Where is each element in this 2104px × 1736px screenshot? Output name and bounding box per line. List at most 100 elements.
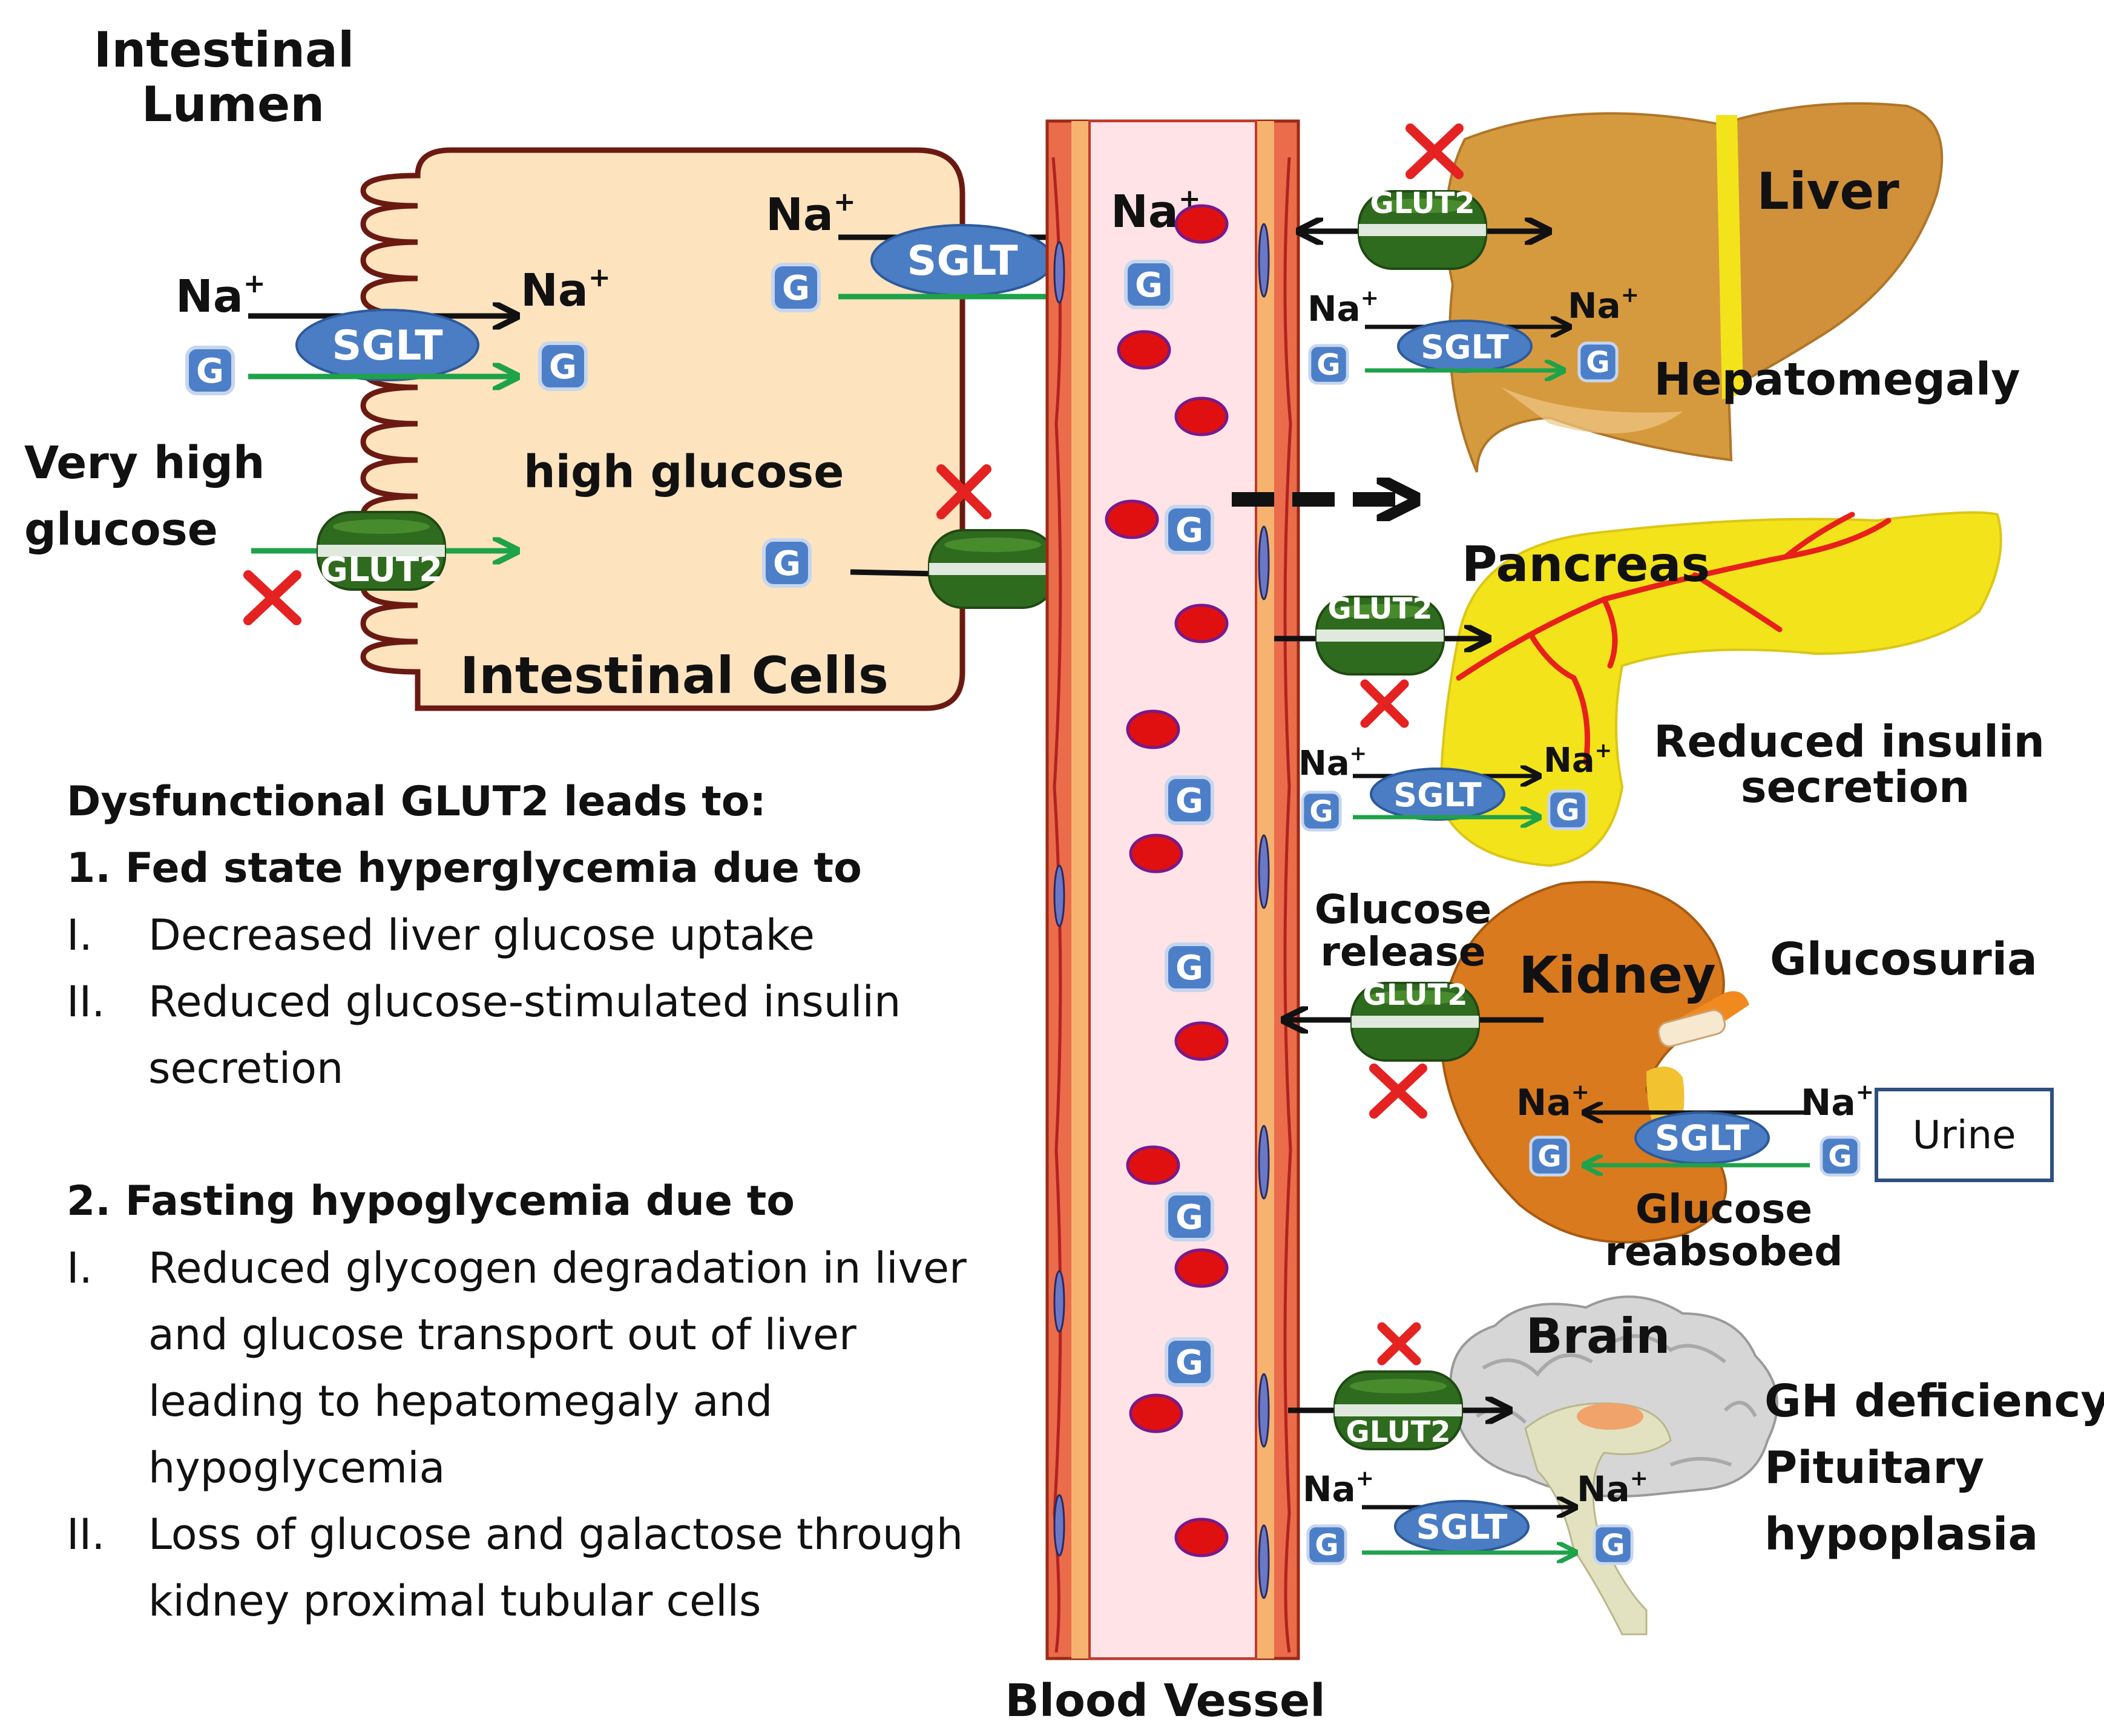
rbc (1128, 711, 1179, 748)
rbc (1176, 1023, 1227, 1059)
liver-sglt: SGLT (1397, 320, 1533, 373)
kidney-glucose-left: G (1531, 1137, 1568, 1175)
list-item: I.Reduced glycogen degradation in liver … (67, 1243, 967, 1493)
svg-text:Na+: Na+ (1303, 1466, 1374, 1510)
svg-text:SGLT: SGLT (1655, 1117, 1750, 1159)
brain-na-left: Na+ (1303, 1466, 1374, 1510)
blood-glucose-4: G (1166, 944, 1212, 990)
liver-na-left: Na+ (1307, 286, 1379, 329)
pancreas-sglt: SGLT (1370, 768, 1505, 821)
svg-text:SGLT: SGLT (332, 322, 443, 370)
baso-glut2-cross (936, 464, 991, 519)
rbc (1106, 501, 1157, 538)
glucose-reabsorbed-label-1: Glucose (1636, 1186, 1812, 1232)
baso-glucose-2: G (764, 540, 810, 586)
svg-text:SGLT: SGLT (1421, 328, 1509, 366)
rbc (1131, 1395, 1182, 1432)
apical-sglt: SGLT (295, 309, 479, 381)
pancreas-na-left: Na+ (1298, 741, 1367, 783)
blood-glucose-3: G (1166, 777, 1212, 823)
section1-title: 1. Fed state hyperglycemia due to (67, 844, 862, 892)
svg-text:G: G (1601, 1528, 1625, 1562)
rbc (1176, 605, 1227, 642)
intestinal-cell (360, 147, 965, 711)
rbc (1131, 835, 1182, 872)
svg-text:GLUT2: GLUT2 (1346, 1415, 1450, 1449)
svg-text:G: G (1175, 781, 1203, 821)
svg-text:G: G (1175, 1343, 1203, 1383)
rbc (1176, 398, 1227, 435)
brain-glut2: GLUT2 (1333, 1370, 1463, 1450)
blood-glucose-6: G (1166, 1339, 1212, 1385)
svg-text:GLUT2: GLUT2 (1327, 592, 1432, 626)
brain-sglt: SGLT (1394, 1500, 1530, 1553)
intestinal-lumen-label-2: Lumen (142, 76, 325, 133)
very-high-glucose-label-1: Very high (24, 437, 265, 489)
liver-glut2-cross (1405, 123, 1464, 179)
baso-glucose: G (773, 265, 819, 311)
kidney-glucose-right: G (1821, 1137, 1859, 1175)
svg-text:SGLT: SGLT (1416, 1508, 1508, 1547)
svg-text:G: G (1309, 795, 1333, 829)
svg-text:GLUT2: GLUT2 (1370, 186, 1474, 220)
svg-text:GLUT2: GLUT2 (320, 550, 442, 590)
blood-vessel-label: Blood Vessel (1005, 1675, 1325, 1727)
svg-text:G: G (1317, 348, 1340, 382)
gh-deficiency-label: GH deficiency (1764, 1375, 2104, 1427)
list-item: II.Reduced glucose-stimulated insulin se… (67, 977, 901, 1093)
glucose-reabsorbed-label-2: reabsobed (1605, 1228, 1843, 1275)
kidney-na-right: Na+ (1801, 1080, 1874, 1124)
pancreas-na-right: Na+ (1543, 738, 1612, 780)
pancreas-label: Pancreas (1462, 536, 1710, 593)
svg-text:SGLT: SGLT (907, 237, 1018, 285)
svg-text:Na+: Na+ (1543, 738, 1612, 780)
reduced-insulin-label-2: secretion (1741, 761, 1970, 812)
svg-text:G: G (1828, 1140, 1852, 1174)
svg-text:G: G (1537, 1140, 1561, 1174)
svg-text:Na+: Na+ (1516, 1080, 1590, 1124)
pancreas-glut2: GLUT2 (1315, 592, 1445, 676)
kidney-sglt: SGLT (1634, 1111, 1770, 1165)
svg-text:Na+: Na+ (1568, 283, 1639, 326)
pancreas-organ (1439, 511, 2002, 867)
svg-text:Na+: Na+ (1307, 286, 1379, 329)
description-heading: Dysfunctional GLUT2 leads to: (67, 778, 766, 826)
glucosuria-label: Glucosuria (1770, 933, 2037, 985)
svg-text:Na+: Na+ (1801, 1080, 1874, 1124)
section1-list: I.Decreased liver glucose uptake II.Redu… (67, 902, 1011, 1102)
rbc (1176, 1519, 1227, 1556)
blood-glucose-1: G (1126, 261, 1172, 307)
liver-label: Liver (1757, 162, 1899, 221)
svg-text:G: G (1556, 794, 1579, 827)
liver-glucose-right: G (1579, 343, 1617, 381)
svg-text:G: G (1315, 1528, 1338, 1562)
hepatomegaly-label: Hepatomegaly (1654, 353, 2020, 406)
brain-glut2-cross (1377, 1322, 1421, 1366)
svg-text:Na+: Na+ (521, 262, 611, 317)
svg-text:G: G (1175, 1198, 1203, 1237)
hypoplasia-label: hypoplasia (1764, 1508, 2038, 1560)
rbc (1128, 1147, 1179, 1183)
intestinal-lumen-label-1: Intestinal (94, 22, 355, 78)
list-item: I.Decreased liver glucose uptake (67, 910, 815, 960)
apical-glucose-left: G (187, 347, 233, 393)
liver-glucose-left: G (1310, 346, 1347, 383)
svg-text:GLUT2: GLUT2 (1363, 978, 1467, 1012)
brain-organ (1449, 1295, 1778, 1636)
urine-box: Urine (1875, 1088, 2054, 1182)
urine-label: Urine (1913, 1113, 2016, 1158)
svg-text:Na+: Na+ (1298, 741, 1367, 783)
intestinal-cells-label: Intestinal Cells (460, 646, 889, 705)
glucose-release-label-2: release (1320, 929, 1485, 975)
liver-glut2: GLUT2 (1358, 186, 1487, 270)
rbc (1176, 206, 1227, 242)
section2-title: 2. Fasting hypoglycemia due to (67, 1177, 795, 1225)
pituitary-label: Pituitary (1764, 1442, 1984, 1494)
apical-na-left: Na+ (176, 268, 266, 323)
svg-text:G: G (1175, 949, 1203, 988)
apical-glut2: GLUT2 (317, 511, 446, 591)
baso-glut2 (928, 529, 1057, 609)
pancreas-glut2-cross (1360, 679, 1409, 728)
apical-glucose-right: G (540, 343, 586, 389)
